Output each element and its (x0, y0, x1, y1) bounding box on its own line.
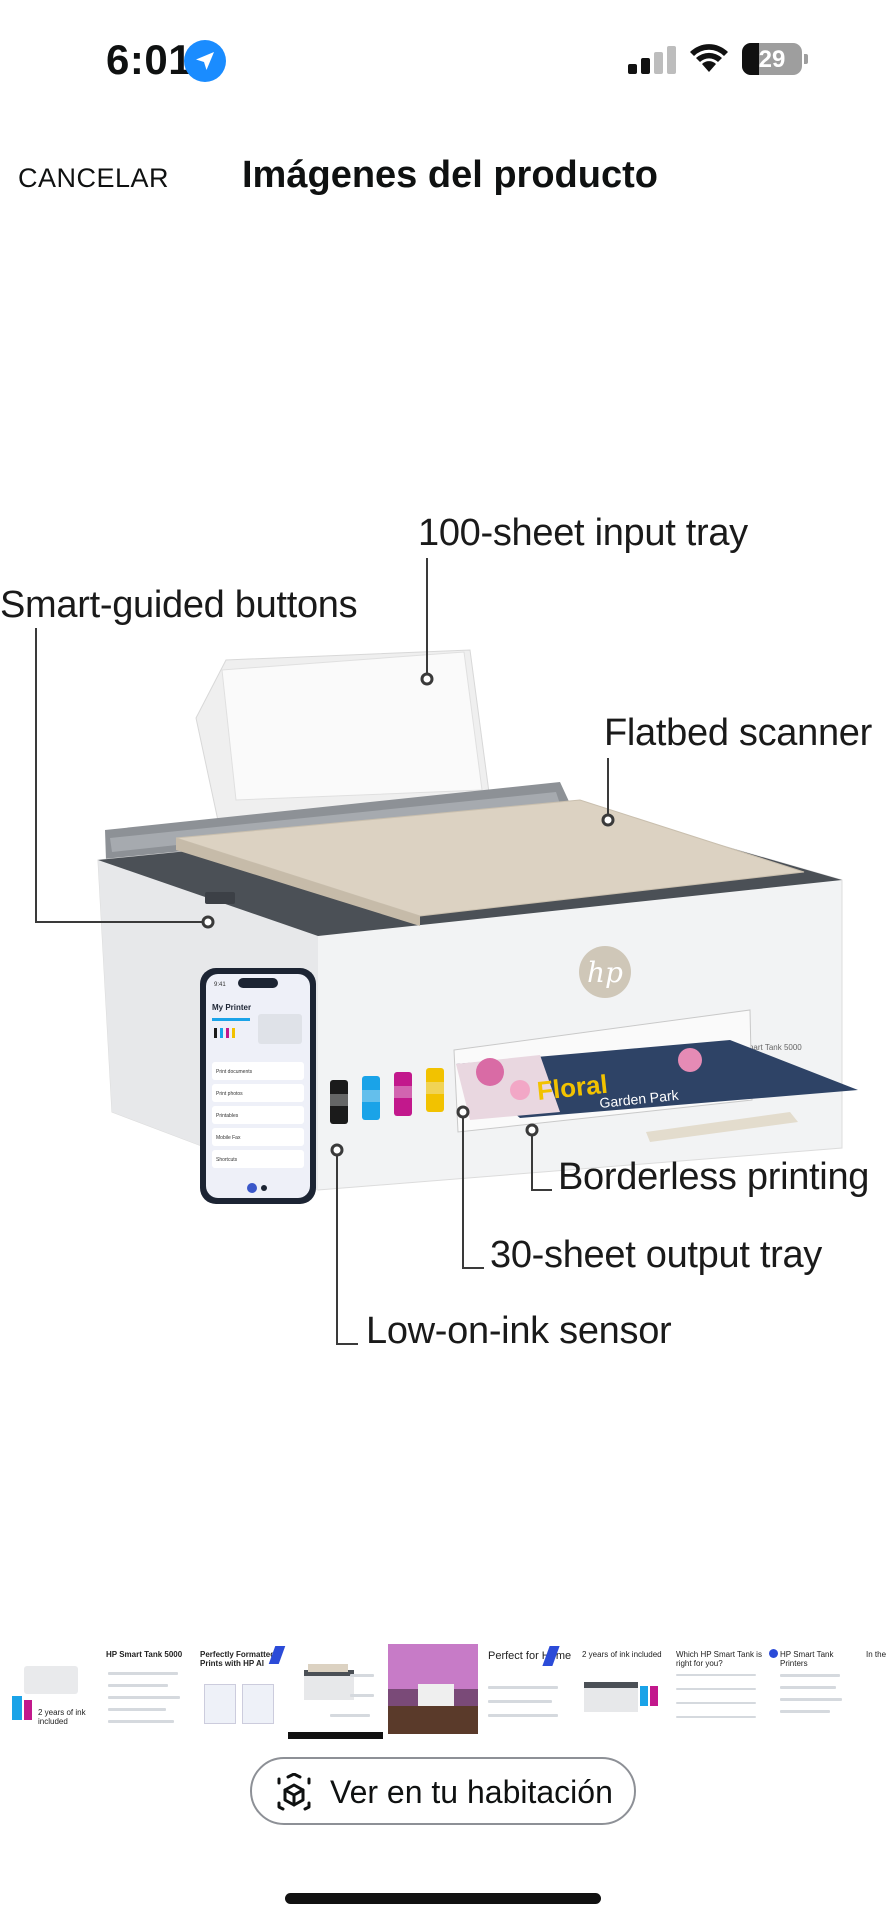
ink-tank-black (330, 1080, 348, 1124)
thumbnail-9[interactable]: HP Smart Tank Printers (766, 1644, 856, 1734)
ink-tank-magenta (394, 1072, 412, 1116)
callout-input-tray: 100-sheet input tray (418, 512, 748, 554)
thumbnail-selected-indicator (288, 1732, 383, 1739)
status-time: 6:01 (106, 36, 193, 83)
thumbnail-8[interactable]: Which HP Smart Tank is right for you? (672, 1644, 762, 1734)
callout-smart-buttons: Smart-guided buttons (0, 584, 358, 626)
phone-mockup: 9:41 My Printer Print documents Print ph… (200, 968, 316, 1204)
thumbnail-caption: HP Smart Tank 5000 (106, 1650, 183, 1659)
printer-illustration: hp HP Smart Tank 5000 Floral Garden Park… (35, 558, 858, 1345)
location-arrow-icon (184, 40, 226, 82)
callout-ink-sensor: Low-on-ink sensor (366, 1310, 672, 1352)
thumbnail-caption: HP Smart Tank Printers (780, 1650, 834, 1668)
cellular-signal-icon (628, 46, 676, 74)
view-in-room-label: Ver en tu habitación (330, 1774, 613, 1810)
page-title: Imágenes del producto (242, 154, 658, 196)
thumbnail-strip[interactable]: 2 years of ink included HP Smart Tank 50… (0, 1640, 886, 1740)
thumbnail-10[interactable]: In the (862, 1644, 886, 1734)
thumbnail-caption: Perfectly Formatted Prints with HP AI (200, 1650, 276, 1668)
phone-menu-item: Print documents (216, 1069, 253, 1075)
callout-flatbed-scanner: Flatbed scanner (604, 712, 872, 754)
thumbnail-7[interactable]: 2 years of ink included (578, 1644, 668, 1734)
thumbnail-caption: 2 years of ink included (582, 1650, 662, 1659)
thumbnail-5[interactable] (388, 1644, 478, 1734)
battery-level: 29 (758, 46, 786, 73)
thumbnail-3[interactable]: Perfectly Formatted Prints with HP AI (196, 1644, 286, 1734)
thumbnail-6[interactable]: Perfect for Home (484, 1644, 574, 1734)
ink-tank-yellow (426, 1068, 444, 1112)
phone-menu-item: Print photos (216, 1091, 243, 1097)
poster-title: Floral (535, 1069, 609, 1106)
battery-icon: 29 (742, 43, 808, 75)
thumbnail-2[interactable]: HP Smart Tank 5000 (102, 1644, 192, 1734)
product-image[interactable]: hp HP Smart Tank 5000 Floral Garden Park… (0, 500, 886, 1380)
phone-heading: My Printer (212, 1003, 251, 1012)
ar-cube-icon (277, 1773, 311, 1811)
status-bar: 6:01 29 (0, 0, 886, 120)
thumbnail-1[interactable]: 2 years of ink included (6, 1644, 96, 1734)
cancel-button[interactable]: CANCELAR (18, 163, 170, 193)
home-indicator[interactable] (285, 1893, 601, 1904)
thumbnail-caption: Perfect for Home (488, 1650, 572, 1662)
phone-menu-item: Mobile Fax (216, 1135, 241, 1141)
view-in-room-button[interactable]: Ver en tu habitación (250, 1757, 636, 1825)
thumbnail-caption: In the (866, 1650, 886, 1659)
ink-tank-cyan (362, 1076, 380, 1120)
phone-time: 9:41 (214, 982, 226, 988)
thumbnail-caption: Which HP Smart Tank is right for you? (676, 1650, 762, 1668)
hp-logo: hp (587, 956, 623, 989)
model-label: HP Smart Tank 5000 (728, 1043, 802, 1052)
thumbnail-caption: 2 years of ink included (38, 1708, 86, 1726)
callout-output-tray: 30-sheet output tray (490, 1234, 822, 1276)
thumbnail-4[interactable] (290, 1644, 380, 1734)
callout-borderless-printing: Borderless printing (558, 1156, 870, 1198)
phone-menu-item: Shortcuts (216, 1157, 238, 1163)
wifi-icon (690, 44, 728, 72)
phone-menu-item: Printables (216, 1113, 239, 1119)
